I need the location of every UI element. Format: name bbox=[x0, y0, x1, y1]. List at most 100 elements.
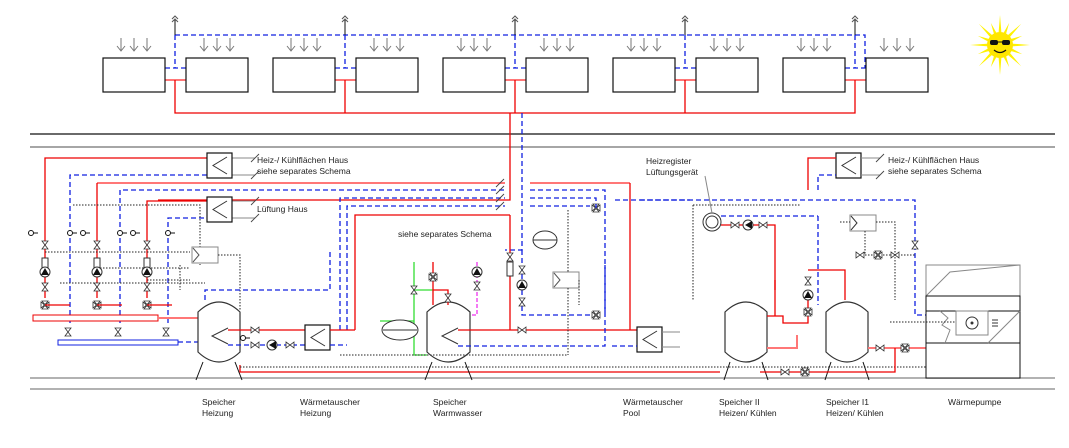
irradiation-arrow-icon bbox=[809, 37, 819, 52]
irradiation-arrow-icon bbox=[796, 37, 806, 52]
irradiation-arrow-icon bbox=[709, 37, 719, 52]
valve-icon bbox=[41, 282, 49, 292]
solar-collector bbox=[272, 57, 336, 93]
pump-icon bbox=[141, 266, 153, 278]
sun-ray bbox=[1007, 52, 1022, 67]
irradiation-arrow-icon bbox=[369, 37, 379, 52]
sun-ray bbox=[978, 23, 993, 38]
heat-exchanger-heating bbox=[304, 324, 331, 351]
irradiation-arrow-icon bbox=[722, 37, 732, 52]
label-heating-cooling-house: Heiz-/ Kühlflächen Haus bbox=[257, 155, 348, 165]
heat-exchanger-pool bbox=[636, 326, 663, 353]
irradiation-arrow-icon bbox=[822, 37, 832, 52]
irradiation-arrow-icon bbox=[652, 37, 662, 52]
thermometer-icon bbox=[28, 230, 39, 236]
valve-icon bbox=[64, 327, 72, 337]
heating-distribution bbox=[28, 113, 523, 346]
sun-ray bbox=[970, 43, 989, 47]
thermometer-icon bbox=[80, 230, 91, 236]
irradiation-arrow-icon bbox=[225, 37, 235, 52]
valve-icon bbox=[143, 282, 151, 292]
pump-icon bbox=[91, 266, 103, 278]
irradiation-arrow-icon bbox=[286, 37, 296, 52]
component-label: Speicher bbox=[202, 397, 236, 407]
heating-cooling-circuit bbox=[640, 152, 926, 316]
component-label: Wärmepumpe bbox=[948, 397, 1002, 407]
solar-collector bbox=[525, 57, 589, 93]
sun-ray bbox=[1003, 22, 1010, 35]
irradiation-arrow-icon bbox=[905, 37, 915, 52]
storage-tank-hot-water bbox=[340, 182, 690, 381]
component-label: Heizung bbox=[300, 408, 331, 418]
solar-collector bbox=[102, 57, 166, 93]
thermometer-icon bbox=[130, 230, 141, 236]
component-label: Wärmetauscher bbox=[623, 397, 683, 407]
valve-icon bbox=[114, 327, 122, 337]
sun-ray bbox=[977, 48, 990, 55]
valve-icon bbox=[162, 327, 170, 337]
heat-exchanger-heating-cooling-2 bbox=[835, 152, 862, 179]
heat-pump bbox=[890, 264, 1021, 379]
sun-ray bbox=[998, 56, 1002, 75]
storage-tank-ii bbox=[723, 269, 846, 381]
pump-icon bbox=[516, 279, 528, 291]
irradiation-arrow-icon bbox=[879, 37, 889, 52]
component-label: Heizen/ Kühlen bbox=[719, 408, 777, 418]
irradiation-arrow-icon bbox=[116, 37, 126, 52]
sun-ray bbox=[1007, 23, 1022, 38]
component-label: Speicher bbox=[433, 397, 467, 407]
valve-icon bbox=[143, 240, 151, 250]
irradiation-arrow-icon bbox=[539, 37, 549, 52]
solar-collector bbox=[695, 57, 759, 93]
irradiation-arrow-icon bbox=[129, 37, 139, 52]
component-label: Speicher II bbox=[719, 397, 760, 407]
irradiation-arrow-icon bbox=[199, 37, 209, 52]
solar-collector bbox=[865, 57, 929, 93]
irradiation-arrow-icon bbox=[626, 37, 636, 52]
sun-ray bbox=[977, 35, 990, 42]
irradiation-arrow-icon bbox=[312, 37, 322, 52]
control-unit bbox=[191, 246, 219, 264]
component-label: Wärmetauscher bbox=[300, 397, 360, 407]
component-label: Warmwasser bbox=[433, 408, 482, 418]
pump-icon bbox=[742, 219, 754, 231]
component-labels: Speicher Heizung Wärmetauscher Heizung S… bbox=[202, 397, 1002, 418]
pump-icon bbox=[39, 266, 51, 278]
heat-exchanger-heating-cooling bbox=[206, 152, 233, 179]
heat-exchanger-ventilation bbox=[206, 196, 233, 223]
valve-icon bbox=[41, 240, 49, 250]
solar-collector bbox=[442, 57, 506, 93]
thermometer-icon bbox=[67, 230, 78, 236]
storage-tank-heating bbox=[195, 250, 1020, 381]
pump-icon bbox=[266, 339, 278, 351]
label-heating-cooling-house-2: Heiz-/ Kühlflächen Haus bbox=[888, 155, 979, 165]
sun-ray bbox=[1010, 35, 1023, 42]
label-heating-coil: Heizregister bbox=[646, 156, 692, 166]
pump-icon bbox=[471, 266, 483, 278]
irradiation-arrow-icon bbox=[892, 37, 902, 52]
component-label: Heizung bbox=[202, 408, 233, 418]
solar-collector bbox=[612, 57, 676, 93]
sun-ray bbox=[1011, 43, 1030, 47]
thermometer-icon bbox=[165, 230, 176, 236]
supply-manifold bbox=[32, 314, 159, 322]
thermometer-icon bbox=[117, 230, 128, 236]
sun-ray bbox=[978, 52, 993, 67]
label-ventilation-unit: Lüftungsgerät bbox=[646, 167, 699, 177]
heating-coil-ventilation bbox=[692, 175, 818, 300]
solar-collector-field bbox=[102, 15, 929, 114]
component-label: Heizen/ Kühlen bbox=[826, 408, 884, 418]
component-label: Speicher I1 bbox=[826, 397, 869, 407]
sun-icon bbox=[970, 15, 1030, 75]
sun-ray bbox=[990, 22, 997, 35]
label-see-schema-2: siehe separates Schema bbox=[888, 166, 982, 176]
irradiation-arrow-icon bbox=[565, 37, 575, 52]
solar-collector bbox=[185, 57, 249, 93]
solar-collector bbox=[355, 57, 419, 93]
sun-ray bbox=[1010, 48, 1023, 55]
valve-icon bbox=[93, 240, 101, 250]
label-see-schema-dhw: siehe separates Schema bbox=[398, 229, 492, 239]
return-manifold bbox=[57, 339, 179, 346]
storage-tank-i1 bbox=[760, 301, 926, 381]
irradiation-arrow-icon bbox=[395, 37, 405, 52]
